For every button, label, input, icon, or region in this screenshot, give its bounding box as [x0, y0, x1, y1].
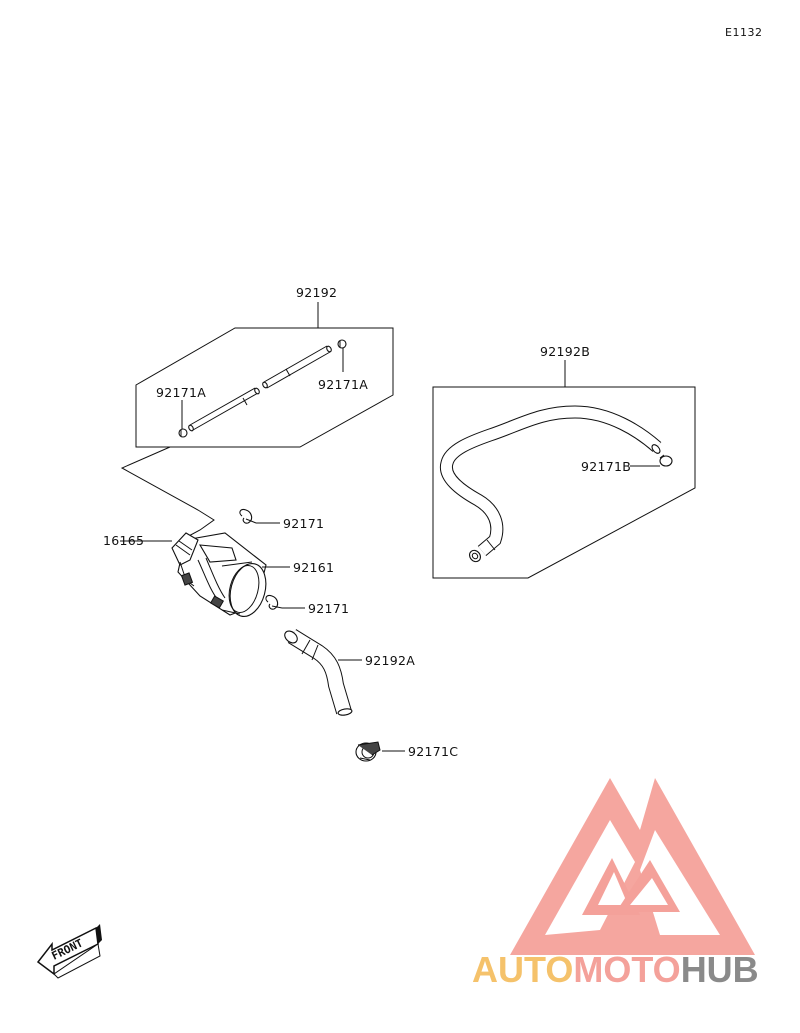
callout-box-92192: [135, 327, 394, 448]
watermark-text: AUTOMOTOHUB: [472, 949, 759, 990]
canister-assembly: [171, 532, 267, 617]
front-arrow-icon: FRONT: [36, 924, 102, 979]
label-92171c: 92171C: [408, 744, 458, 759]
clamp-92171a-left: [178, 428, 188, 438]
hose-92192a: [284, 629, 353, 716]
hose-92192b-group: [432, 360, 696, 579]
watermark-moto: MOTO: [573, 949, 680, 990]
label-16165: 16165: [103, 533, 144, 548]
label-92192b: 92192B: [540, 344, 590, 359]
clamp-92171-bottom: [265, 595, 283, 610]
label-92171-top: 92171: [283, 516, 324, 531]
clamp-92171c: [355, 741, 381, 762]
label-92192: 92192: [296, 285, 337, 300]
hose-92192b: [439, 405, 662, 563]
watermark-hub: HUB: [681, 949, 759, 990]
clamp-92171a-right: [337, 339, 347, 349]
diagram-code: E1132: [725, 26, 762, 39]
hose-92192-group: [120, 302, 394, 539]
canister-nozzle: [171, 532, 199, 566]
hose-92192: [188, 345, 332, 432]
label-92171a-left: 92171A: [156, 385, 206, 400]
clamp-92171-top: [239, 509, 257, 524]
watermark-logo: [510, 778, 755, 955]
watermark-auto: AUTO: [472, 949, 573, 990]
routing-line: [120, 446, 215, 539]
label-92171a-right: 92171A: [318, 377, 368, 392]
label-92192a: 92192A: [365, 653, 415, 668]
callout-box-92192b: [432, 386, 696, 579]
label-92161: 92161: [293, 560, 334, 575]
label-92171-bottom: 92171: [308, 601, 349, 616]
label-92171b: 92171B: [581, 459, 631, 474]
clamp-92171b: [659, 454, 673, 467]
